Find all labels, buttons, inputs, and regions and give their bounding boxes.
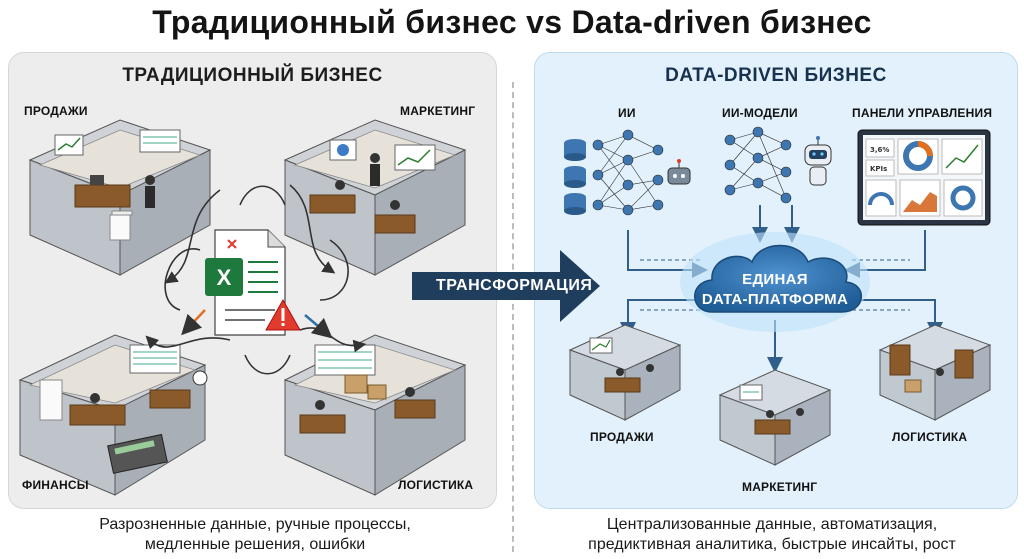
transformation-label: ТРАНСФОРМАЦИЯ (436, 277, 593, 294)
datadriven-caption-line1: Централизованные данные, автоматизация, (606, 516, 938, 533)
panel-divider (512, 82, 514, 552)
room-label-logistics-traditional: ЛОГИСТИКА (398, 478, 474, 492)
room-label-marketing-datadriven: МАРКЕТИНГ (742, 480, 818, 494)
room-label-marketing-traditional: МАРКЕТИНГ (400, 104, 476, 118)
tech-label-dashboards: ПАНЕЛИ УПРАВЛЕНИЯ (852, 106, 993, 120)
dashboard-kpi: KPIs (870, 165, 887, 173)
room-label-finance-traditional: ФИНАНСЫ (22, 478, 89, 492)
data-platform-label: ЕДИНАЯ DATA-ПЛАТФОРМА (700, 270, 850, 310)
room-logistics-datadriven (878, 324, 992, 421)
blue-arrow (304, 314, 333, 339)
page-title: Традиционный бизнес vs Data-driven бизне… (152, 4, 872, 40)
robot-icon (667, 159, 691, 185)
data-platform-line2: DATA-ПЛАТФОРМА (701, 291, 849, 308)
data-platform-cloud (680, 232, 870, 332)
traditional-caption: Разрозненные данные, ручные процессы, ме… (5, 515, 505, 555)
room-label-logistics-datadriven: ЛОГИСТИКА (892, 430, 968, 444)
robot-assistant-icon (804, 136, 832, 186)
dashboard-metric: 3,6% (870, 146, 889, 154)
database-icons (564, 139, 586, 215)
data-driven-business-title: DATA-DRIVEN БИЗНЕС (665, 65, 887, 86)
data-flow-connections (620, 205, 943, 373)
datadriven-caption-line2: предиктивная аналитика, быстрые инсайты,… (588, 536, 956, 553)
warning-icon (265, 298, 301, 331)
room-label-sales-datadriven: ПРОДАЖИ (590, 430, 654, 444)
room-finance-traditional (18, 334, 208, 496)
room-marketing-traditional (283, 119, 467, 276)
traditional-caption-line2: медленные решения, ошибки (144, 536, 366, 553)
tech-label-ai: ИИ (618, 106, 636, 120)
room-marketing-datadriven (718, 369, 832, 466)
room-label-sales-traditional: ПРОДАЖИ (24, 104, 88, 118)
traditional-business-title: ТРАДИЦИОННЫЙ БИЗНЕС (122, 65, 383, 86)
spreadsheet-document (205, 229, 286, 336)
data-platform-line1: ЕДИНАЯ (742, 271, 808, 288)
excel-icon: X (217, 265, 232, 290)
dashboard-monitor (857, 129, 991, 226)
traditional-caption-line1: Разрозненные данные, ручные процессы, (99, 516, 411, 533)
room-sales-datadriven (568, 324, 682, 421)
orange-arrow (181, 309, 206, 336)
neural-network-ai (592, 129, 664, 216)
transformation-arrow (412, 250, 600, 322)
room-sales-traditional (28, 119, 212, 276)
tech-label-ai-models: ИИ-МОДЕЛИ (722, 106, 798, 120)
neural-network-ai-models (724, 126, 792, 204)
datadriven-caption: Централизованные данные, автоматизация, … (522, 515, 1022, 555)
chaotic-data-arrows (145, 184, 367, 375)
